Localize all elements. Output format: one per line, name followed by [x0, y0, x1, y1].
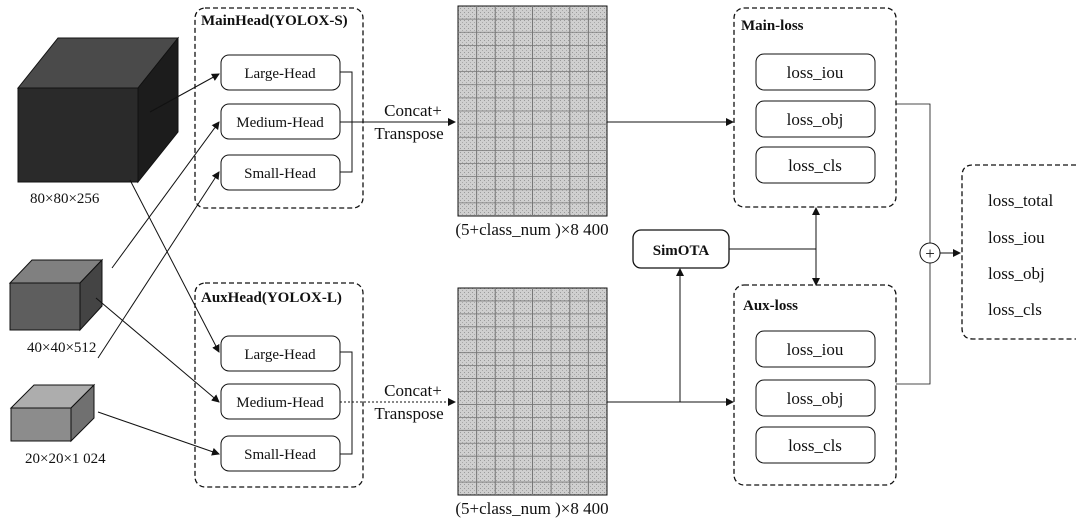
aux-head-small-label: Small-Head: [244, 447, 316, 463]
arrow-large-to-aux-large: [129, 179, 220, 353]
matrix-main-caption: (5+class_num )×8 400: [455, 220, 608, 239]
total-loss-border: [961, 164, 1076, 340]
feature-large-label: 80×80×256: [30, 191, 100, 207]
main-head-large-label: Large-Head: [244, 66, 316, 82]
simota-label: SimOTA: [653, 243, 710, 259]
cube-large-front: [17, 87, 139, 183]
concat-main-line1: Concat+: [384, 101, 442, 120]
aux-loss-title: Aux-loss: [743, 298, 798, 314]
total-loss-iou: loss_iou: [988, 228, 1045, 247]
arrow-medium-to-main-medium: [111, 121, 220, 269]
main-loss-obj: loss_obj: [787, 110, 844, 129]
arrow-medium-to-aux-medium: [95, 297, 220, 403]
concat-aux: Concat+ Transpose: [340, 381, 456, 423]
aux-head-large-box: [220, 335, 341, 372]
main-loss-title: Main-loss: [741, 18, 804, 34]
total-loss-obj: loss_obj: [988, 264, 1045, 283]
concat-aux-line2: Transpose: [374, 404, 443, 423]
output-matrix-main: [457, 5, 608, 217]
aux-loss-obj: loss_obj: [787, 389, 844, 408]
total-loss-cls: loss_cls: [988, 300, 1042, 319]
feature-cube-medium: [8, 258, 104, 332]
total-loss-group: loss_total loss_iou loss_obj loss_cls: [961, 164, 1076, 340]
main-loss-iou: loss_iou: [787, 63, 844, 82]
main-head-border: [194, 7, 364, 209]
aux-head-group: AuxHead(YOLOX-L) Large-Head Medium-Head …: [194, 282, 364, 488]
output-matrix-aux: [457, 287, 608, 496]
main-head-medium-label: Medium-Head: [236, 115, 324, 131]
sum-node: +: [919, 242, 941, 264]
aux-loss-iou: loss_iou: [787, 340, 844, 359]
main-head-small-label: Small-Head: [244, 166, 316, 182]
concat-main: Concat+ Transpose: [340, 101, 456, 143]
aux-head-title: AuxHead(YOLOX-L): [201, 290, 342, 306]
main-head-title: MainHead(YOLOX-S): [201, 13, 348, 29]
feature-small-label: 20×20×1 024: [25, 451, 106, 467]
concat-main-line2: Transpose: [374, 124, 443, 143]
main-loss-group: Main-loss loss_iou loss_obj loss_cls: [733, 7, 897, 208]
main-loss-cls: loss_cls: [788, 156, 842, 175]
aux-loss-group: Aux-loss loss_iou loss_obj loss_cls: [733, 284, 897, 486]
aux-loss-to-sum: [896, 263, 931, 385]
concat-aux-line1: Concat+: [384, 381, 442, 400]
feature-to-head-arrows: [95, 73, 220, 456]
simota-box: SimOTA: [632, 229, 730, 269]
main-head-group: MainHead(YOLOX-S) Large-Head Medium-Head…: [194, 7, 364, 209]
aux-head-border: [194, 282, 364, 488]
feature-cube-small: [9, 383, 96, 443]
arrow-large-to-main-large: [149, 73, 220, 113]
arrow-small-to-aux-small: [97, 411, 220, 456]
feature-medium-label: 40×40×512: [27, 340, 96, 356]
aux-loss-cls: loss_cls: [788, 436, 842, 455]
total-loss-total: loss_total: [988, 191, 1053, 210]
aux-head-large-label: Large-Head: [244, 347, 316, 363]
cube-medium-front: [9, 282, 81, 331]
arrow-small-to-main-small: [97, 171, 220, 359]
aux-head-medium-label: Medium-Head: [236, 395, 324, 411]
matrix-aux-caption: (5+class_num )×8 400: [455, 499, 608, 518]
aux-head-bracket: [340, 351, 353, 455]
cube-small-front: [10, 407, 72, 442]
sum-symbol: +: [925, 244, 935, 263]
main-loss-to-sum: [896, 103, 931, 243]
feature-cube-large: [16, 36, 180, 184]
aux-loss-border: [733, 284, 897, 486]
